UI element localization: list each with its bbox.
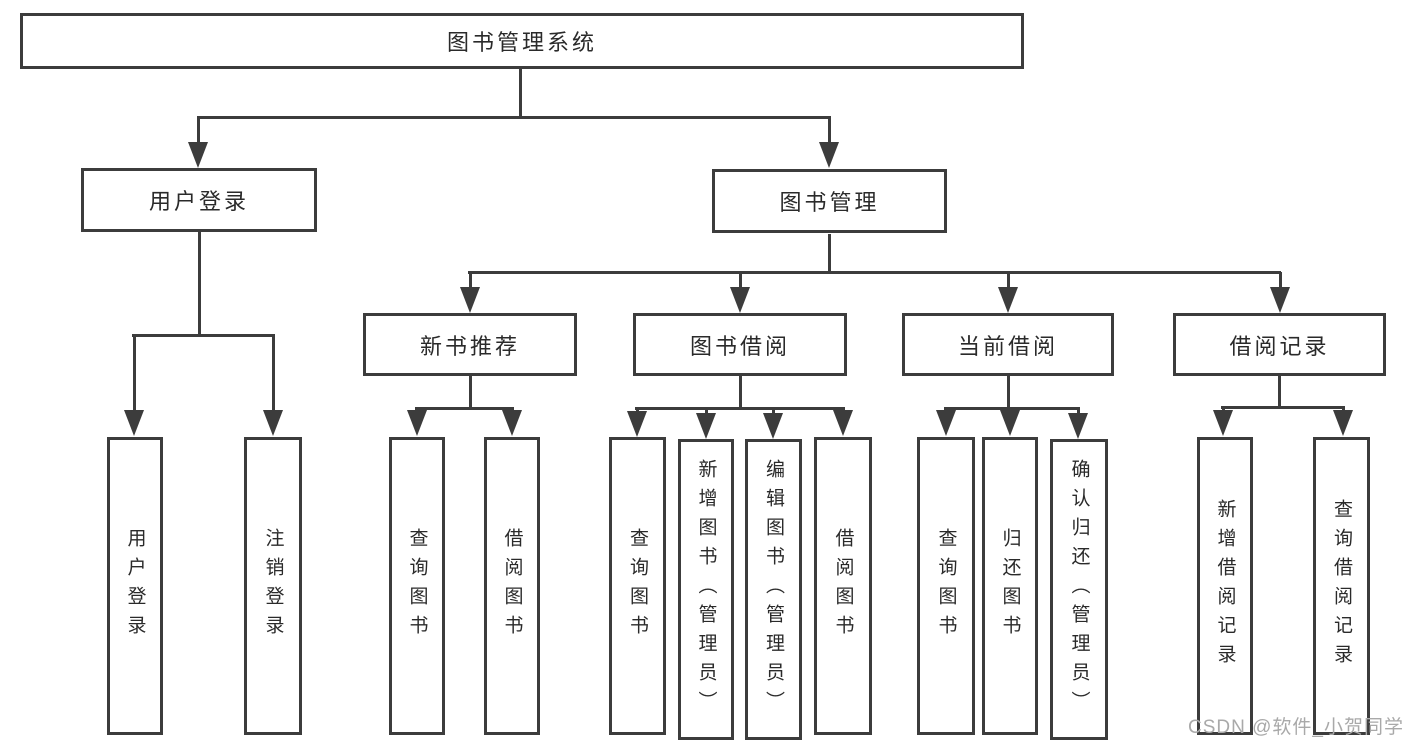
connector-line — [1006, 376, 1010, 410]
node-book-management-label: 图书管理 — [779, 190, 880, 215]
connector-line — [197, 115, 831, 119]
connector-line — [468, 272, 472, 289]
node-current-borrow: 当前借阅 — [902, 313, 1114, 376]
arrowhead-down-icon — [819, 142, 839, 168]
node-borrow-records-label: 借阅记录 — [1229, 333, 1330, 359]
node-leaf-bb-edit-books: 编辑图书（管理员） — [745, 439, 802, 740]
arrowhead-down-icon — [407, 410, 427, 436]
connector-line — [468, 376, 472, 410]
node-leaf-bb-borrow-books: 借阅图书 — [814, 437, 872, 735]
node-leaf-cb-confirm-return-label: 确认归还（管理员） — [1068, 459, 1090, 720]
connector-line — [944, 406, 1080, 410]
connector-line — [197, 232, 201, 337]
node-current-borrow-label: 当前借阅 — [957, 333, 1058, 359]
node-new-book-recommend: 新书推荐 — [363, 313, 577, 376]
node-leaf-bb-query-books-label: 查询图书 — [627, 528, 648, 644]
arrowhead-down-icon — [124, 410, 144, 436]
connector-line — [518, 69, 522, 119]
node-user-login: 用户登录 — [81, 168, 317, 232]
csdn-watermark: CSDN @软件_小贺同学 — [1188, 717, 1404, 738]
arrowhead-down-icon — [696, 413, 716, 439]
connector-line — [738, 376, 742, 410]
node-leaf-nb-borrow-books-label: 借阅图书 — [501, 528, 523, 644]
connector-line — [132, 335, 136, 412]
connector-line — [704, 408, 708, 415]
arrowhead-down-icon — [188, 142, 208, 168]
node-leaf-user-login: 用户登录 — [107, 437, 163, 735]
connector-line — [1341, 407, 1345, 412]
arrowhead-down-icon — [1068, 413, 1088, 439]
arrowhead-down-icon — [502, 410, 522, 436]
node-leaf-user-login-label: 用户登录 — [124, 528, 146, 644]
connector-line — [1277, 376, 1281, 409]
connector-line — [635, 406, 845, 410]
arrowhead-down-icon — [730, 287, 750, 313]
connector-line — [468, 270, 1281, 274]
connector-line — [196, 117, 200, 144]
arrowhead-down-icon — [936, 410, 956, 436]
arrowhead-down-icon — [763, 413, 783, 439]
connector-line — [827, 234, 831, 274]
node-leaf-bb-borrow-books-label: 借阅图书 — [832, 528, 854, 644]
arrowhead-down-icon — [1213, 410, 1233, 436]
node-book-borrow: 图书借阅 — [633, 313, 847, 376]
node-leaf-cb-return-books-label: 归还图书 — [999, 528, 1021, 644]
node-book-management: 图书管理 — [712, 169, 947, 233]
node-leaf-br-add-record: 新增借阅记录 — [1197, 437, 1253, 735]
node-leaf-logout-label: 注销登录 — [262, 528, 284, 644]
node-user-login-label: 用户登录 — [148, 189, 249, 214]
arrowhead-down-icon — [1000, 410, 1020, 436]
connector-line — [1278, 272, 1282, 289]
node-leaf-cb-return-books: 归还图书 — [982, 437, 1038, 735]
connector-line — [771, 408, 775, 415]
node-new-book-recommend-label: 新书推荐 — [419, 333, 520, 359]
node-leaf-bb-edit-books-label: 编辑图书（管理员） — [763, 459, 784, 720]
node-leaf-br-query-record: 查询借阅记录 — [1313, 437, 1370, 735]
node-root: 图书管理系统 — [20, 13, 1024, 69]
connector-line — [738, 272, 742, 289]
node-leaf-nb-query-books: 查询图书 — [389, 437, 445, 735]
connector-line — [415, 406, 514, 410]
node-leaf-cb-confirm-return: 确认归还（管理员） — [1050, 439, 1108, 740]
node-leaf-cb-query-books: 查询图书 — [917, 437, 975, 735]
connector-line — [827, 117, 831, 144]
arrowhead-down-icon — [263, 410, 283, 436]
arrowhead-down-icon — [1270, 287, 1290, 313]
node-leaf-br-query-record-label: 查询借阅记录 — [1331, 499, 1352, 673]
arrowhead-down-icon — [998, 287, 1018, 313]
node-leaf-logout: 注销登录 — [244, 437, 302, 735]
arrowhead-down-icon — [460, 287, 480, 313]
node-book-borrow-label: 图书借阅 — [689, 333, 790, 359]
node-borrow-records: 借阅记录 — [1173, 313, 1386, 376]
connector-line — [635, 408, 639, 413]
arrowhead-down-icon — [627, 411, 647, 437]
node-leaf-cb-query-books-label: 查询图书 — [935, 528, 957, 644]
node-leaf-nb-query-books-label: 查询图书 — [406, 528, 428, 644]
connector-line — [1076, 408, 1080, 415]
node-leaf-bb-add-books: 新增图书（管理员） — [678, 439, 734, 740]
node-leaf-bb-query-books: 查询图书 — [609, 437, 666, 735]
connector-line — [1006, 272, 1010, 289]
connector-line — [1221, 405, 1345, 409]
node-leaf-nb-borrow-books: 借阅图书 — [484, 437, 540, 735]
connector-line — [271, 335, 275, 412]
connector-line — [1221, 407, 1225, 412]
arrowhead-down-icon — [1333, 410, 1353, 436]
node-root-label: 图书管理系统 — [446, 30, 597, 55]
node-leaf-bb-add-books-label: 新增图书（管理员） — [695, 459, 717, 720]
connector-line — [132, 333, 275, 337]
node-leaf-br-add-record-label: 新增借阅记录 — [1214, 499, 1236, 673]
arrowhead-down-icon — [833, 410, 853, 436]
